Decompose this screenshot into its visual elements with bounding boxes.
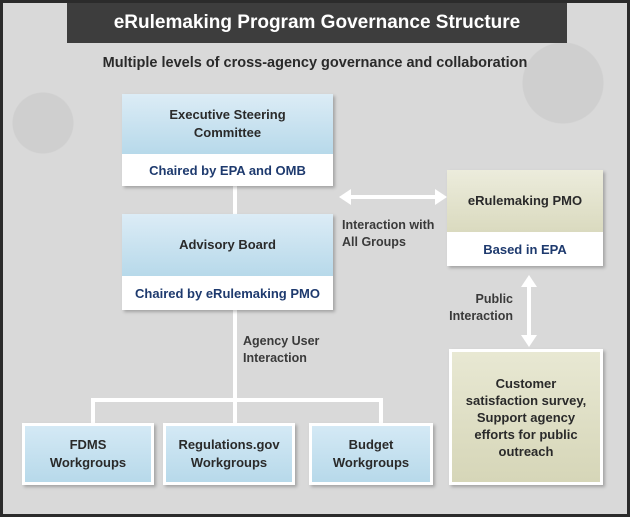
arrow-head-down	[521, 335, 537, 347]
advisory-board-box: Advisory Board Chaired by eRulemaking PM…	[122, 214, 333, 310]
connector-horizontal-bar	[91, 398, 383, 402]
steering-committee-name: Executive Steering Committee	[122, 94, 333, 154]
pmo-name: eRulemaking PMO	[447, 170, 603, 232]
pmo-note: Based in EPA	[483, 241, 567, 257]
agency-user-label: Agency User Interaction	[243, 333, 333, 367]
public-interaction-text: Public Interaction	[449, 292, 513, 323]
interaction-all-label: Interaction with All Groups	[342, 217, 452, 251]
connector-steering-advisory	[233, 186, 237, 217]
interaction-all-text: Interaction with All Groups	[342, 218, 435, 249]
budget-workgroups-label: Budget Workgroups	[332, 437, 410, 470]
connector-regulations	[233, 398, 237, 426]
diagram-canvas: eRulemaking Program Governance Structure…	[3, 3, 627, 514]
arrow-head-up	[521, 275, 537, 287]
connector-fdms	[91, 398, 95, 426]
pmo-box: eRulemaking PMO Based in EPA	[447, 170, 603, 266]
budget-workgroups-box: Budget Workgroups	[309, 423, 433, 485]
arrow-head-left	[339, 189, 351, 205]
public-interaction-label: Public Interaction	[437, 291, 513, 325]
steering-committee-note: Chaired by EPA and OMB	[149, 162, 306, 178]
connector-budget	[379, 398, 383, 426]
agency-user-text: Agency User Interaction	[243, 334, 320, 365]
regulations-workgroups-box: Regulations.gov Workgroups	[163, 423, 295, 485]
advisory-board-name: Advisory Board	[122, 214, 333, 276]
outreach-text: Customer satisfaction survey, Support ag…	[465, 375, 587, 459]
regulations-workgroups-label: Regulations.gov Workgroups	[178, 437, 280, 470]
advisory-board-note: Chaired by eRulemaking PMO	[135, 285, 320, 301]
page-title: eRulemaking Program Governance Structure	[67, 3, 567, 43]
page-subtitle: Multiple levels of cross-agency governan…	[102, 55, 528, 71]
connector-advisory-tree	[233, 310, 237, 402]
fdms-workgroups-label: FDMS Workgroups	[49, 437, 127, 470]
steering-committee-box: Executive Steering Committee Chaired by …	[122, 94, 333, 186]
arrow-head-right	[435, 189, 447, 205]
outreach-box: Customer satisfaction survey, Support ag…	[449, 349, 603, 485]
fdms-workgroups-box: FDMS Workgroups	[22, 423, 154, 485]
arrows-layer	[339, 189, 537, 347]
